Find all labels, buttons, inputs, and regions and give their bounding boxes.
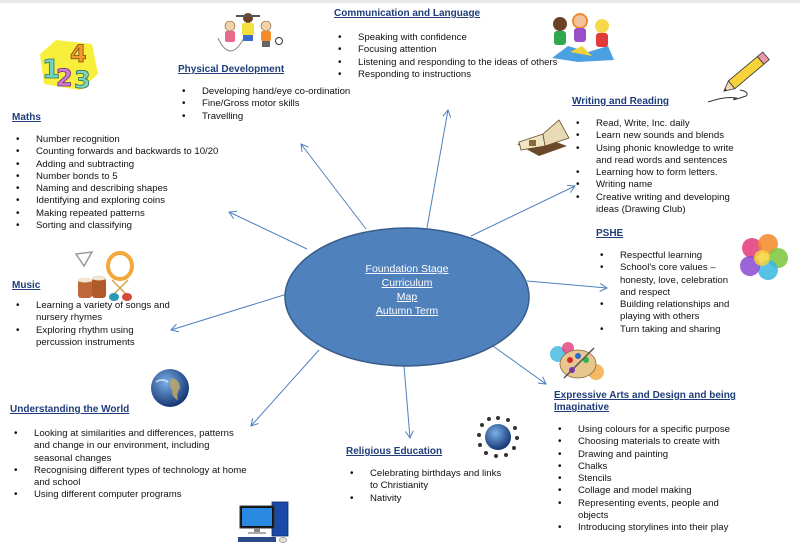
list-item: Adding and subtracting [12, 159, 252, 172]
list-item: Learning how to form letters. [572, 167, 752, 180]
list-item: Naming and describing shapes [12, 183, 252, 196]
center-title[interactable]: Foundation Stage Curriculum Map Autumn T… [285, 262, 529, 318]
list-item: Fine/Gross motor skills [178, 98, 398, 111]
arrow-to-world [250, 349, 320, 427]
list-item: Looking at similarities and differences,… [10, 428, 248, 465]
list-item: Turn taking and sharing [596, 324, 746, 337]
list-item: Representing events, people and objects [554, 498, 744, 523]
list-item: Introducing storylines into their play [554, 522, 744, 535]
list-item: Respectful learning [596, 250, 746, 263]
list-item: Drawing and painting [554, 449, 744, 462]
list-item: Listening and responding to the ideas of… [334, 57, 604, 70]
list-item: Using different computer programs [10, 489, 248, 502]
section-music: Music Learning a variety of songs and nu… [12, 280, 182, 349]
list-item: Developing hand/eye co-ordination [178, 86, 398, 99]
globe-icon [150, 368, 190, 408]
arrow-to-physical [300, 143, 367, 230]
section-heading[interactable]: Religious Education [346, 446, 443, 457]
list-item: Sorting and classifying [12, 220, 252, 233]
arrow-to-arts [492, 345, 547, 385]
instruments-icon [70, 250, 136, 305]
section-maths: Maths Number recognition Counting forwar… [12, 112, 252, 233]
section-heading[interactable]: Understanding the World [10, 404, 130, 415]
section-heading[interactable]: Expressive Arts and Design and being Ima… [554, 390, 736, 413]
section-heading[interactable]: Communication and Language [334, 8, 481, 19]
arrow-to-communication [426, 109, 452, 229]
faith-globe-icon [476, 415, 520, 459]
list-item: Exploring rhythm using percussion instru… [12, 325, 182, 350]
svg-text:3: 3 [74, 66, 91, 92]
pencil-icon [706, 50, 778, 104]
section-heading[interactable]: Maths [12, 112, 41, 123]
section-writing: Writing and Reading Read, Write, Inc. da… [572, 96, 752, 216]
list-item: Focusing attention [334, 44, 604, 57]
list-item: Learning a variety of songs and nursery … [12, 300, 182, 325]
list-item: Responding to instructions [334, 69, 604, 82]
section-pshe: PSHE Respectful learning School's core v… [596, 228, 746, 336]
computer-icon [236, 500, 292, 544]
section-heading[interactable]: Music [12, 280, 41, 291]
arrow-to-religious [403, 365, 414, 440]
list-item: Number recognition [12, 134, 252, 147]
paint-palette-icon [548, 342, 606, 384]
list-item: Building relationships and playing with … [596, 299, 746, 324]
list-item: School's core values – honesty, love, ce… [596, 262, 746, 299]
list-item: Learn new sounds and blends [572, 130, 752, 143]
list-item: Read, Write, Inc. daily [572, 118, 752, 131]
list-item: Creative writing and developing ideas (D… [572, 192, 752, 217]
list-item: Celebrating birthdays and links to Chris… [346, 468, 506, 493]
section-heading[interactable]: Physical Development [178, 64, 285, 75]
list-item: Making repeated patterns [12, 208, 252, 221]
center-title-line: Foundation Stage [365, 263, 449, 275]
children-exercising-icon [210, 8, 286, 60]
list-item: Number bonds to 5 [12, 171, 252, 184]
hands-icon [738, 234, 790, 284]
section-communication: Communication and Language Speaking with… [334, 8, 604, 81]
svg-text:1: 1 [42, 55, 60, 85]
list-item: Collage and model making [554, 485, 744, 498]
arrow-to-writing [470, 184, 576, 237]
list-item: Counting forwards and backwards to 10/20 [12, 146, 252, 159]
book-icon [515, 116, 571, 160]
top-border [0, 0, 800, 3]
center-title-line: Autumn Term [375, 305, 439, 317]
list-item: Choosing materials to create with [554, 436, 744, 449]
list-item: Chalks [554, 461, 744, 474]
list-item: Nativity [346, 493, 506, 506]
section-arts: Expressive Arts and Design and being Ima… [554, 390, 744, 535]
section-heading[interactable]: PSHE [596, 228, 624, 239]
svg-text:2: 2 [56, 64, 73, 92]
list-item: Writing name [572, 179, 752, 192]
arrow-to-pshe [526, 280, 609, 292]
section-world: Understanding the World Looking at simil… [10, 404, 248, 502]
section-physical: Physical Development Developing hand/eye… [178, 64, 398, 123]
center-title-line: Map [396, 291, 418, 303]
list-item: Using colours for a specific purpose [554, 424, 744, 437]
center-ellipse [284, 227, 530, 367]
list-item: Stencils [554, 473, 744, 486]
svg-text:4: 4 [70, 40, 87, 68]
list-item: Identifying and exploring coins [12, 195, 252, 208]
arrow-to-music [170, 293, 288, 333]
section-heading[interactable]: Writing and Reading [572, 96, 670, 107]
list-item: Travelling [178, 111, 398, 124]
center-title-line: Curriculum [381, 277, 433, 289]
section-religious: Religious Education Celebrating birthday… [346, 446, 506, 505]
list-item: Recognising different types of technolog… [10, 465, 248, 490]
list-item: Speaking with confidence [334, 32, 604, 45]
numbers-icon: 1 2 4 3 [36, 34, 102, 94]
list-item: Using phonic knowledge to write and read… [572, 143, 752, 168]
